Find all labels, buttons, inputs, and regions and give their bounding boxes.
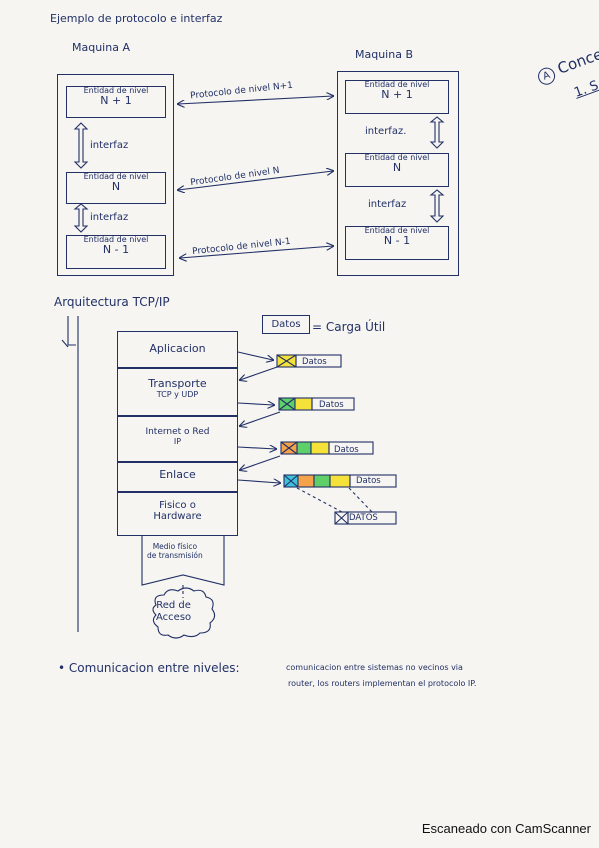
machine-b-title: Maquina B	[355, 48, 413, 61]
protocol-n-label: Protocolo de nivel N	[189, 165, 281, 189]
packet-2-label: Datos	[319, 400, 344, 410]
layer-enlace: Enlace	[117, 462, 238, 492]
note-line-2: router, los routers implementan el proto…	[288, 679, 477, 688]
note-line-1: comunicacion entre sistemas no vecinos v…	[286, 663, 463, 672]
protocol-n-minus-1-label: Protocolo de nivel N-1	[191, 236, 292, 258]
arrow-enl-out	[237, 480, 280, 483]
packet-3	[280, 441, 374, 455]
tcpip-bracket	[61, 316, 79, 632]
machine-a-interface-1: interfaz	[90, 140, 129, 151]
payload-label: = Carga Útil	[312, 320, 386, 334]
packet-1-label: Datos	[302, 357, 327, 367]
packet-3-label: Datos	[334, 445, 359, 455]
protocol-n-plus-1-label: Protocolo de nivel N+1	[189, 80, 294, 102]
machine-b-interface-2: interfaz	[368, 199, 407, 210]
camscanner-watermark: Escaneado con CamScanner	[421, 821, 591, 836]
datos-box: Datos	[262, 315, 310, 334]
machine-b-interface-1: interfaz.	[365, 126, 407, 137]
packet-expand-dashed-1	[296, 487, 343, 513]
packet-expand-dashed-2	[348, 487, 373, 513]
arrow-inet-out	[237, 447, 276, 449]
arrow-inet-in	[240, 411, 281, 426]
machine-b-frame	[337, 71, 459, 276]
note-bullet: •	[58, 661, 66, 675]
side-note-word: Conce	[555, 44, 599, 78]
tcpip-title: Arquitectura TCP/IP	[54, 295, 170, 309]
machine-a-frame	[57, 74, 174, 276]
note-term-text: Comunicacion entre niveles:	[68, 661, 240, 675]
note-term: • Comunicacion entre niveles:	[58, 661, 240, 675]
arrow-enl-in	[240, 455, 281, 470]
side-note-line2: 1. S	[572, 78, 599, 101]
arrow-app-out	[237, 351, 273, 360]
packet-5-label: DATOS	[349, 513, 378, 523]
arrow-trans-out	[237, 403, 274, 405]
packet-4-label: Datos	[356, 476, 381, 486]
machine-a-interface-2: interfaz	[90, 212, 129, 223]
arrow-trans-in	[240, 365, 281, 380]
layer-aplicacion: Aplicacion	[117, 331, 238, 368]
side-note-letter: A	[535, 65, 558, 88]
page-title: Ejemplo de protocolo e interfaz	[50, 12, 223, 25]
machine-a-title: Maquina A	[72, 41, 130, 54]
